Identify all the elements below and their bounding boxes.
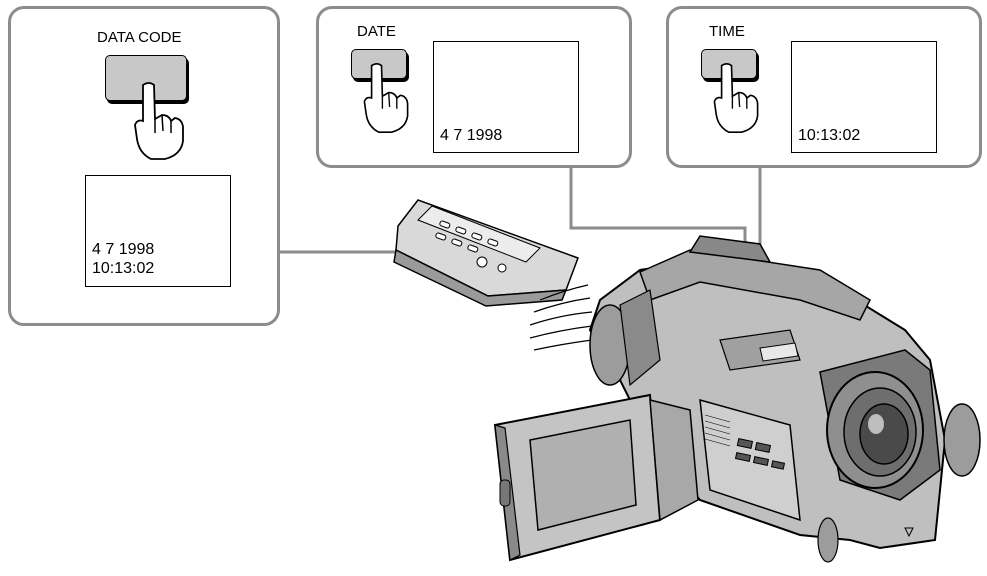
- data-code-time: 10:13:02: [92, 260, 155, 277]
- date-screen-text: 4 7 1998: [440, 127, 503, 144]
- data-code-screen: 4 7 1998 10:13:02: [85, 175, 231, 287]
- remote-commander-icon: [393, 199, 579, 307]
- callout-time: TIME 10:13:02: [666, 6, 982, 168]
- pointing-hand-icon: [363, 62, 409, 134]
- pointing-hand-icon: [134, 82, 184, 160]
- data-code-date: 4 7 1998: [92, 241, 155, 258]
- infrared-signal: [529, 284, 593, 351]
- camcorder-icon: [493, 235, 981, 563]
- time-screen-text: 10:13:02: [798, 127, 861, 144]
- date-screen: 4 7 1998: [433, 41, 579, 153]
- callout-date: DATE 4 7 1998: [316, 6, 632, 168]
- date-label: DATE: [357, 23, 396, 40]
- time-label: TIME: [709, 23, 745, 40]
- data-code-label: DATA CODE: [97, 29, 182, 46]
- date-button[interactable]: [351, 49, 407, 79]
- time-screen: 10:13:02: [791, 41, 937, 153]
- callout-data-code: DATA CODE 4 7 1998 10:13:02: [8, 6, 280, 326]
- pointing-hand-icon: [713, 62, 759, 134]
